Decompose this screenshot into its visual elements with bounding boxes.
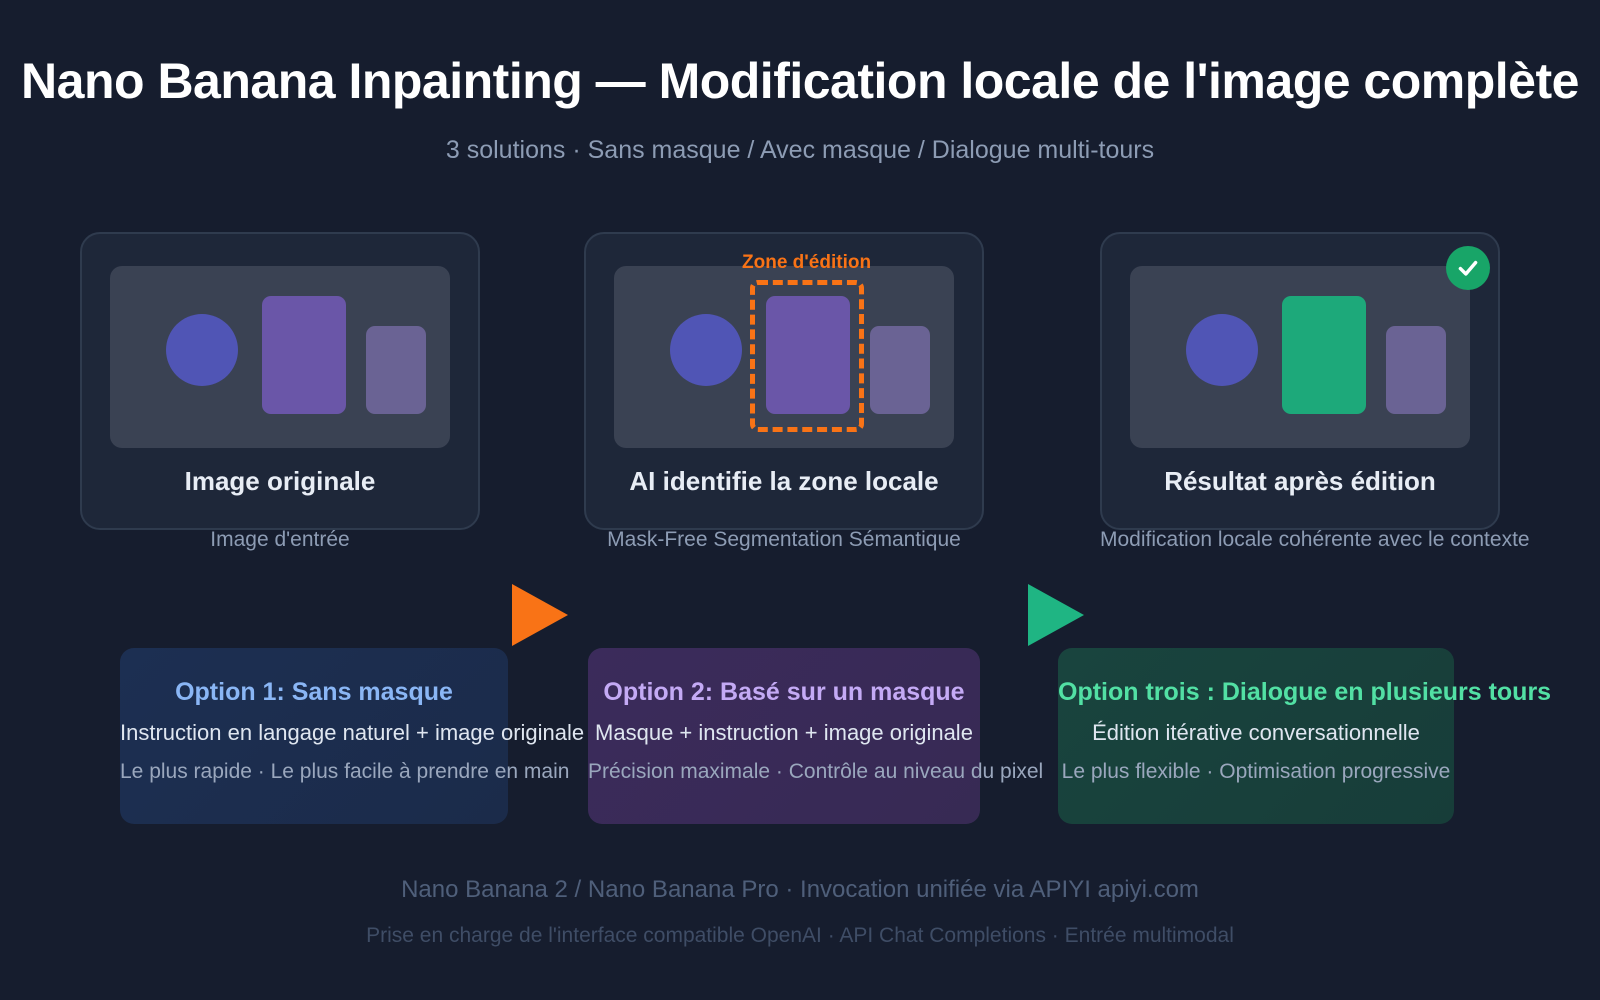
flow-diagram: Image originale Zone d'édition AI identi… [0,232,1600,646]
flow-card-title: Résultat après édition [1164,466,1436,496]
arrow-right-orange-icon [512,584,568,646]
page-title: Nano Banana Inpainting — Modification lo… [21,53,1579,109]
thumbnail-original [110,266,450,448]
flow-captions: Image d'entrée Mask-Free Segmentation Sé… [0,528,1600,558]
arrow-right-green-icon [1028,584,1084,646]
flow-card-title: AI identifie la zone locale [629,466,939,496]
option-boxes: Option 1: Sans masque Instruction en lan… [0,648,1600,828]
flow-card-title: Image originale [184,466,376,496]
shape-rect-small [366,326,426,414]
page-footer: Nano Banana 2 / Nano Banana Pro · Invoca… [0,876,1600,948]
edit-zone-label: Zone d'édition [742,252,872,273]
flow-card-caption: Image d'entrée [210,528,350,551]
shape-rect-small [870,326,930,414]
flow-card-caption: Modification locale cohérente avec le co… [1100,528,1530,551]
flow-card-result[interactable]: Résultat après édition [1100,232,1500,530]
thumbnail-detect: Zone d'édition [614,252,954,448]
page-subtitle: 3 solutions · Sans masque / Avec masque … [445,136,1155,164]
shape-circle [166,314,238,386]
page-header: Nano Banana Inpainting — Modification lo… [0,0,1600,165]
option-box-3[interactable] [1058,648,1454,824]
shape-circle [1186,314,1258,386]
edit-zone-box [750,280,864,432]
shape-rect-large [766,296,850,414]
flow-card-detect[interactable]: Zone d'édition AI identifie la zone loca… [584,232,984,530]
flow-card-original[interactable]: Image originale [80,232,480,530]
thumbnail-result [1130,246,1490,448]
shape-rect-large-edited [1282,296,1366,414]
option-box-2[interactable] [588,648,980,824]
shape-rect-large [262,296,346,414]
shape-rect-small [1386,326,1446,414]
shape-circle [670,314,742,386]
option-box-1[interactable] [120,648,508,824]
footer-line-2: Prise en charge de l'interface compatibl… [366,924,1234,947]
footer-line-1: Nano Banana 2 / Nano Banana Pro · Invoca… [401,876,1199,903]
check-icon [1446,246,1490,290]
flow-card-caption: Mask-Free Segmentation Sémantique [607,528,961,551]
